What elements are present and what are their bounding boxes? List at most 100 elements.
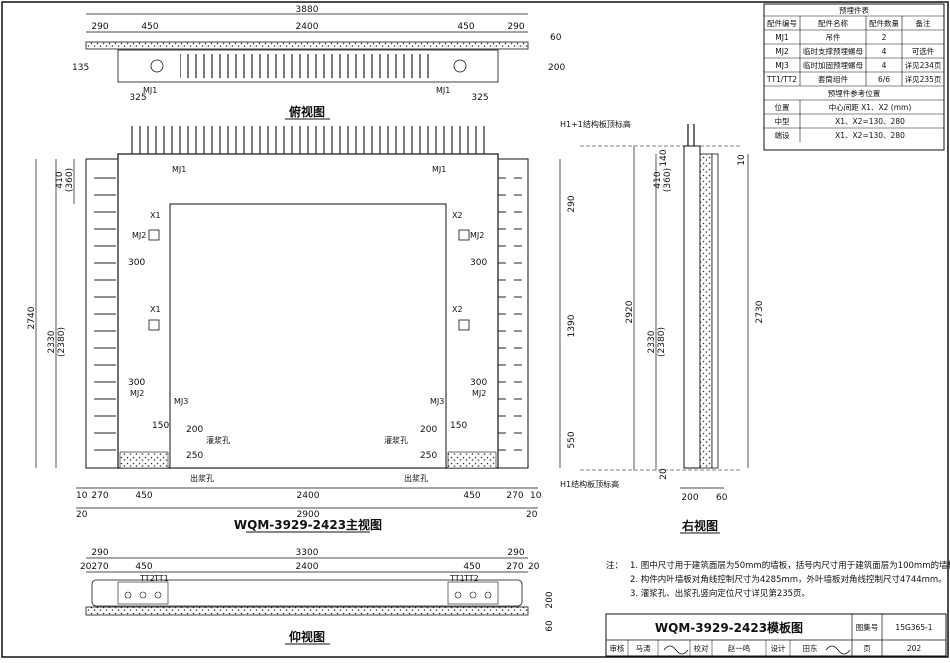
- bottom-dim-290-left: 290: [91, 548, 108, 558]
- front-dim-2380: (2380): [57, 327, 67, 357]
- parts-row1-qty: 2: [882, 33, 887, 42]
- title-block-role-review: 审核: [610, 643, 625, 653]
- bottom-view: 290 3300 290 20 270 450 2400 450 270 20 …: [80, 548, 555, 645]
- parts-row3-name: 临时加固预埋螺母: [803, 60, 863, 70]
- front-anchor-box-ur: [458, 229, 470, 241]
- bottom-dim-270-left: 270: [91, 562, 108, 572]
- front-tag-mj2-lower-right: MJ2: [472, 389, 486, 398]
- parts-ref-row2-value: X1、X2=130、280: [835, 131, 905, 140]
- front-tag-x1-mid: X1: [150, 305, 161, 314]
- front-dim-300-ll: 300: [128, 378, 145, 388]
- top-view-rebar: [180, 54, 435, 78]
- front-dim-270-left: 270: [91, 491, 108, 501]
- front-dim-450-left: 450: [135, 491, 152, 501]
- front-anchor-box-ml: [148, 319, 160, 331]
- side-dim-20: 20: [659, 468, 669, 480]
- side-dim-2730: 2730: [755, 300, 765, 323]
- front-label-grout-in-left: 灌浆孔: [206, 435, 230, 445]
- parts-ref-caption: 预埋件参考位置: [828, 88, 881, 98]
- parts-row1-name: 吊件: [826, 32, 841, 42]
- parts-ref-header-pos: 位置: [775, 102, 790, 112]
- front-tag-x2-mid: X2: [452, 305, 463, 314]
- bottom-view-title: 仰视图: [289, 629, 325, 644]
- top-view-lifting-anchor-right: [453, 59, 467, 73]
- note-2: 2. 构件内叶墙板对角线控制尺寸为4285mm，外叶墙板对角线控制尺寸4744m…: [630, 574, 947, 585]
- front-tag-mj2-upper-right: MJ2: [470, 231, 484, 240]
- bottom-sleeve-group-right: [447, 581, 499, 605]
- signature-design: [825, 645, 851, 655]
- bottom-dim-20-left: 20: [80, 562, 92, 572]
- side-dim-2380: (2380): [657, 327, 667, 357]
- front-dim-410: 410: [55, 171, 65, 188]
- notes-prefix: 注：: [606, 560, 623, 571]
- title-block-name-design: 田东: [803, 643, 818, 653]
- front-view: MJ1 MJ1 MJ2 MJ2 X1 X2 X1 X2 300 300 300 …: [27, 126, 577, 533]
- front-dim-2740: 2740: [27, 306, 37, 329]
- top-dim-325-left: 325: [129, 93, 146, 103]
- title-block-role-design: 设计: [771, 643, 786, 653]
- parts-row3-remark: 详见235页: [905, 74, 942, 84]
- front-door-opening: [169, 203, 447, 469]
- parts-table: 预埋件表 配件编号 配件名称 配件数量 备注 MJ1 吊件 2 可选件 MJ2 …: [763, 3, 945, 151]
- side-dim-10: 10: [737, 154, 747, 166]
- title-block-title: WQM-3929-2423模板图: [655, 620, 803, 635]
- front-dim-10-right: 10: [530, 491, 542, 501]
- bottom-tag-tt2-right: TT2: [463, 574, 479, 583]
- front-tag-mj1-right: MJ1: [432, 165, 446, 174]
- side-outer-leaf: [711, 153, 719, 469]
- side-dim-60: 60: [716, 493, 728, 503]
- front-tag-mj3-left: MJ3: [174, 397, 188, 406]
- top-tag-mj1-right: MJ1: [436, 86, 450, 95]
- front-dim-300-ur: 300: [470, 258, 487, 268]
- note-3: 3. 灌浆孔、出浆孔竖向定位尺寸详见第235页。: [630, 588, 810, 599]
- top-dim-290b: 290: [507, 22, 524, 32]
- top-dim-60: 60: [550, 33, 562, 43]
- side-dim-410: 410: [653, 171, 663, 188]
- title-block-role-check: 校对: [694, 643, 709, 653]
- title-block-atlas-label: 图集号: [856, 622, 879, 632]
- top-dim-450a: 450: [141, 22, 158, 32]
- parts-row3-qty: 4: [882, 61, 887, 70]
- parts-header-remark: 备注: [916, 18, 931, 28]
- parts-row1-remark: 可选件: [912, 46, 935, 56]
- front-label-grout-out-left: 出浆孔: [190, 473, 214, 483]
- front-dim-150-left: 150: [152, 421, 169, 431]
- side-dim-2920: 2920: [625, 300, 635, 323]
- front-dim-270-right: 270: [506, 491, 523, 501]
- front-view-title: WQM-3929-2423主视图: [234, 517, 382, 532]
- parts-row2-remark: 详见234页: [905, 60, 942, 70]
- side-level-bottom: H1结构板顶标高: [560, 479, 619, 489]
- parts-row4-name: 套筒组件: [818, 74, 848, 84]
- title-block-name-check: 赵一鸣: [728, 643, 751, 653]
- bottom-inner-leaf: [91, 579, 523, 607]
- bottom-tag-tt2-left: TT2: [139, 574, 155, 583]
- front-dim-2400: 2400: [297, 491, 320, 501]
- bottom-dim-3300: 3300: [296, 548, 319, 558]
- top-dim-2400: 2400: [296, 22, 319, 32]
- side-view: H1+1结构板顶标高 H1结构板顶标高 140 410 (360) 2920 2…: [560, 119, 765, 534]
- parts-row3-no: MJ3: [775, 61, 789, 70]
- front-tag-x1: X1: [150, 211, 161, 220]
- parts-header-qty: 配件数量: [869, 18, 899, 28]
- bottom-dim-290-right: 290: [507, 548, 524, 558]
- front-dim-200-right: 200: [420, 425, 437, 435]
- top-dim-135: 135: [72, 63, 89, 73]
- side-dim-360: (360): [663, 168, 673, 192]
- parts-ref-row1-pos: 中型: [775, 116, 790, 126]
- front-dim-300-ul: 300: [128, 258, 145, 268]
- bottom-outer-leaf: [85, 606, 529, 616]
- side-level-top: H1+1结构板顶标高: [560, 119, 631, 129]
- parts-header-no: 配件编号: [767, 18, 797, 28]
- bottom-tag-tt1-left: TT1: [153, 574, 169, 583]
- bottom-dim-2400: 2400: [296, 562, 319, 572]
- bottom-dim-270-right: 270: [506, 562, 523, 572]
- bottom-tag-tt1-right: TT1: [449, 574, 465, 583]
- parts-ref-row2-pos: 端设: [775, 130, 790, 140]
- title-block-page-label: 页: [863, 644, 871, 653]
- top-dim-450b: 450: [457, 22, 474, 32]
- front-anchor-box-ul: [148, 229, 160, 241]
- parts-row4-no: TT1/TT2: [766, 75, 797, 84]
- parts-header-name: 配件名称: [818, 18, 848, 28]
